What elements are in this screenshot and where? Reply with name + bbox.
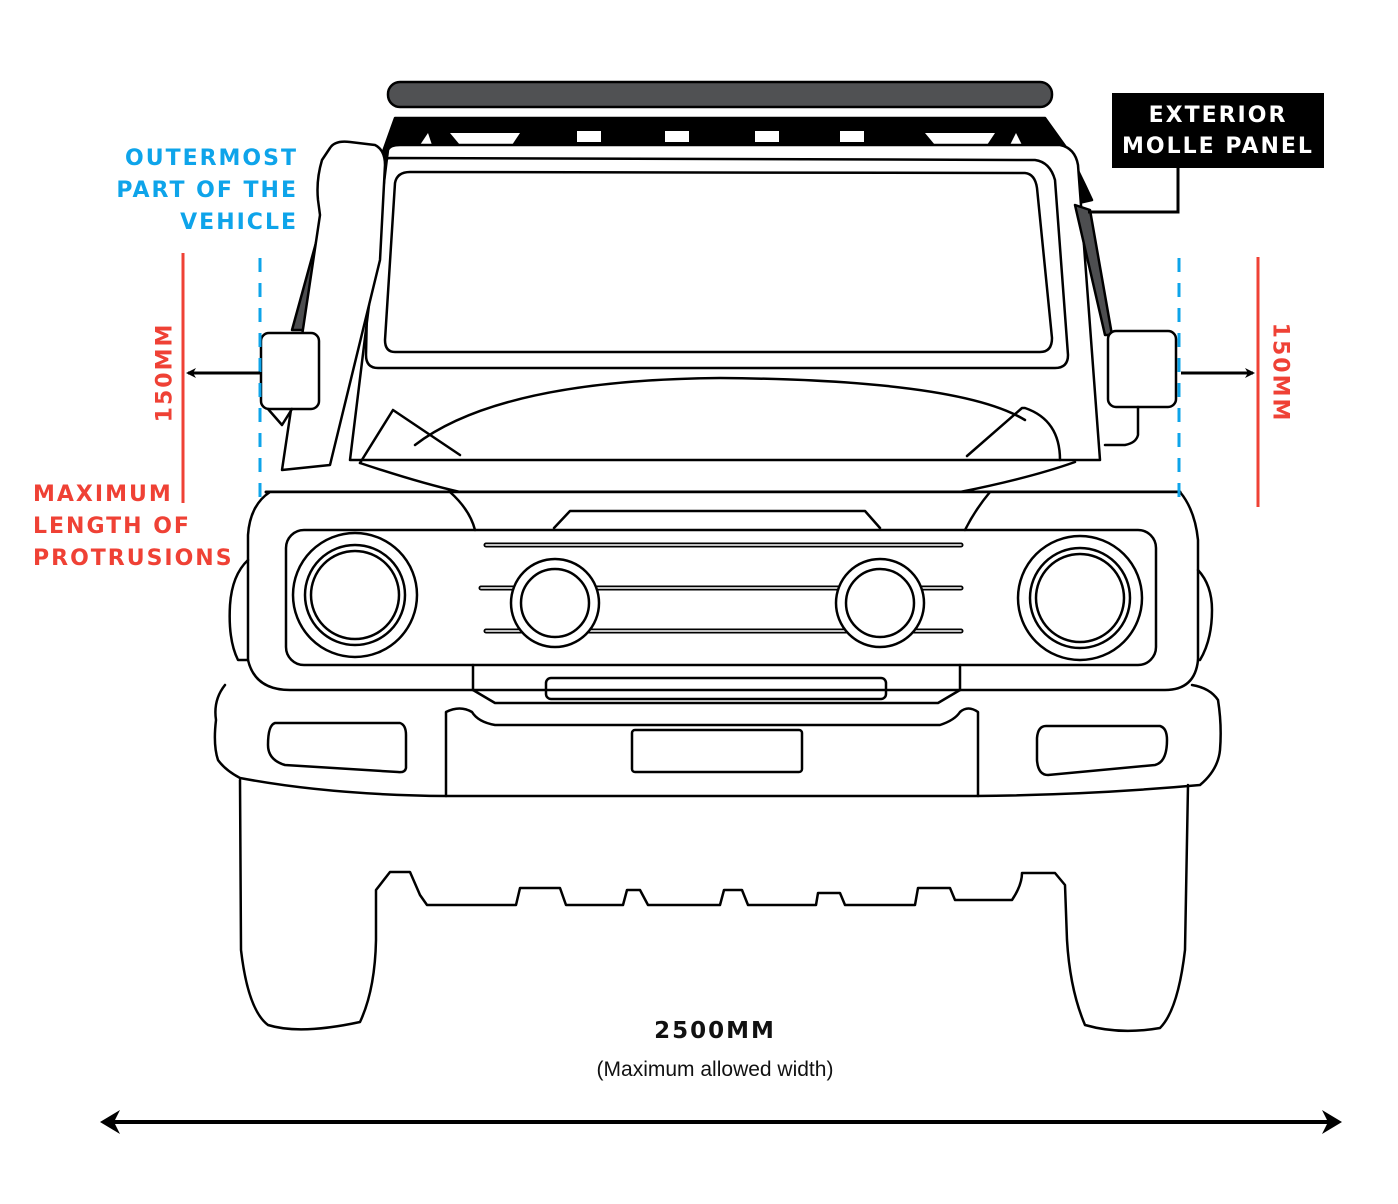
protrusion-limits xyxy=(181,253,1260,507)
max-protrusion-line-3: PROTRUSIONS xyxy=(33,546,234,571)
molle-panel-callout: EXTERIOR MOLLE PANEL xyxy=(1112,93,1324,168)
molle-line-1: EXTERIOR xyxy=(1148,103,1288,128)
max-protrusion-line-1: MAXIMUM xyxy=(33,482,173,507)
cab xyxy=(348,143,1102,462)
grille-panel xyxy=(284,528,1158,667)
mirror-left xyxy=(259,331,321,411)
license-plate xyxy=(630,728,804,774)
headlight-right xyxy=(1016,534,1144,662)
bumper xyxy=(213,683,1222,798)
lower-light-bar xyxy=(544,676,888,701)
max-width-value: 2500MM xyxy=(654,1018,776,1044)
underbody xyxy=(238,778,1190,1033)
outermost-part-label: OUTERMOST PART OF THE VEHICLE xyxy=(60,143,298,239)
outermost-line-3: VEHICLE xyxy=(180,210,298,235)
protrusion-right-label: 150MM xyxy=(1267,322,1293,423)
outermost-line-2: PART OF THE xyxy=(116,178,298,203)
outermost-guides xyxy=(258,258,1181,508)
flare-left xyxy=(228,558,250,662)
molle-leader-line xyxy=(1088,168,1180,214)
hood-scoop xyxy=(552,509,882,530)
max-protrusion-line-2: LENGTH OF xyxy=(33,514,191,539)
protrusion-left-label: 150MM xyxy=(152,322,178,423)
front-fascia xyxy=(246,490,1200,705)
max-protrusion-label: MAXIMUM LENGTH OF PROTRUSIONS xyxy=(33,479,293,575)
windscreen xyxy=(383,170,1054,354)
headlight-left xyxy=(291,531,419,659)
fog-light-right xyxy=(1035,724,1169,777)
light-bar xyxy=(386,80,1054,109)
mirror-right xyxy=(1106,329,1178,409)
aux-light-left xyxy=(509,557,601,649)
flare-right xyxy=(1196,568,1214,662)
aux-light-right xyxy=(834,557,926,649)
outermost-line-1: OUTERMOST xyxy=(125,146,298,171)
arrowhead-left xyxy=(100,1110,120,1134)
arrowhead-right xyxy=(1322,1110,1342,1134)
width-arrow xyxy=(100,1110,1342,1134)
fog-light-left xyxy=(266,721,408,774)
molle-line-2: MOLLE PANEL xyxy=(1122,134,1314,159)
max-width-note: (Maximum allowed width) xyxy=(596,1058,834,1081)
